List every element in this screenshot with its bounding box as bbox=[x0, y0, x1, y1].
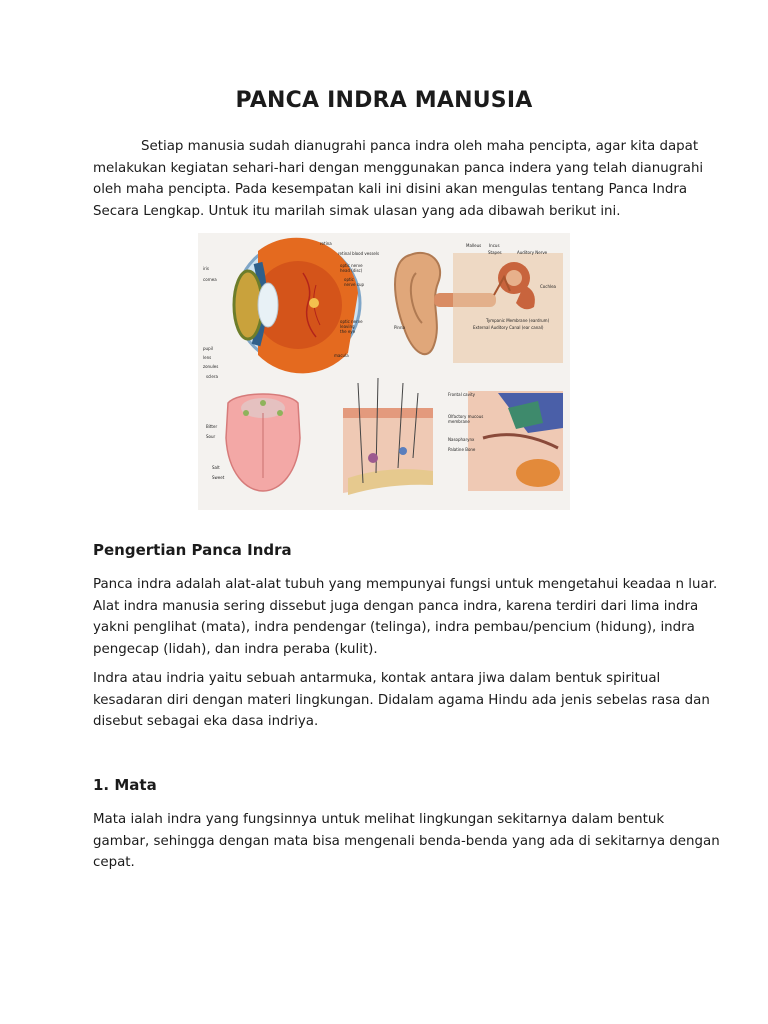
svg-text:cornea: cornea bbox=[203, 277, 217, 282]
svg-text:leaving: leaving bbox=[340, 324, 355, 329]
svg-text:Nasopharynx: Nasopharynx bbox=[448, 437, 475, 442]
svg-text:External Auditory Canal (ear c: External Auditory Canal (ear canal) bbox=[473, 325, 544, 330]
paragraph-line: Panca indra adalah alat-alat tubuh yang … bbox=[93, 577, 718, 592]
svg-text:Bitter: Bitter bbox=[206, 424, 217, 429]
svg-text:retina: retina bbox=[320, 241, 332, 246]
intro-paragraph: Setiap manusia sudah dianugrahi panca in… bbox=[93, 136, 704, 222]
svg-text:Palatine Bone: Palatine Bone bbox=[448, 447, 476, 452]
paragraph-line: gambar, sehingga dengan mata bisa mengen… bbox=[93, 833, 720, 849]
five-senses-illustration: retina retinal blood vessels optic nerve… bbox=[198, 233, 570, 510]
svg-text:Auditory Nerve: Auditory Nerve bbox=[517, 250, 548, 255]
section-heading-pengertian: Pengertian Panca Indra bbox=[93, 541, 292, 559]
svg-text:Tympanic Membrane (eardrum): Tympanic Membrane (eardrum) bbox=[485, 318, 550, 323]
svg-text:pupil: pupil bbox=[203, 346, 213, 351]
svg-text:membrane: membrane bbox=[448, 419, 470, 424]
svg-text:Frontal cavity: Frontal cavity bbox=[448, 392, 476, 397]
svg-text:iris: iris bbox=[203, 266, 209, 271]
intro-line: Setiap manusia sudah dianugrahi panca in… bbox=[141, 139, 699, 154]
svg-text:Stapes: Stapes bbox=[488, 250, 502, 255]
paragraph-line: kesadaran diri dengan materi lingkungan.… bbox=[93, 692, 710, 708]
svg-text:Incus: Incus bbox=[489, 243, 500, 248]
eye-diagram: retina retinal blood vessels optic nerve… bbox=[203, 237, 379, 379]
svg-text:macula: macula bbox=[334, 353, 349, 358]
svg-text:optic nerve: optic nerve bbox=[340, 263, 363, 268]
paragraph-line: Mata ialah indra yang fungsinnya untuk m… bbox=[93, 812, 665, 827]
svg-text:optic: optic bbox=[344, 277, 354, 282]
ear-diagram: Malleus Incus Stapes Auditory Nerve Coch… bbox=[394, 243, 563, 363]
paragraph-line: Alat indra manusia sering dissebut juga … bbox=[93, 598, 699, 614]
paragraph-line: disebut sebagai eka dasa indriya. bbox=[93, 714, 319, 729]
intro-line: melakukan kegiatan sehari-hari dengan me… bbox=[93, 160, 704, 176]
intro-line: Secara Lengkap. Untuk itu marilah simak … bbox=[93, 203, 621, 219]
svg-text:Sweet: Sweet bbox=[212, 475, 225, 480]
svg-text:lens: lens bbox=[203, 355, 211, 360]
paragraph-line: Indra atau indria yaitu sebuah antarmuka… bbox=[93, 671, 661, 686]
svg-text:Sour: Sour bbox=[206, 434, 216, 439]
svg-text:Salt: Salt bbox=[212, 465, 220, 470]
tongue-diagram: Bitter Sour Salt Sweet bbox=[206, 393, 301, 492]
svg-text:Pinna: Pinna bbox=[394, 325, 406, 330]
pengertian-paragraph-2: Indra atau indria yaitu sebuah antarmuka… bbox=[93, 668, 710, 733]
svg-text:optic nerve: optic nerve bbox=[340, 319, 363, 324]
svg-text:Cochlea: Cochlea bbox=[540, 284, 557, 289]
paragraph-line: pengecap (lidah), dan indra peraba (kuli… bbox=[93, 641, 378, 657]
paragraph-line: cepat. bbox=[93, 855, 135, 870]
svg-text:zonules: zonules bbox=[203, 364, 218, 369]
intro-line: oleh maha pencipta. Pada kesempatan kali… bbox=[93, 182, 688, 197]
svg-text:Olfactory mucous: Olfactory mucous bbox=[448, 414, 483, 419]
svg-text:sclera: sclera bbox=[206, 374, 219, 379]
skin-diagram bbox=[343, 377, 433, 495]
paragraph-line: yakni penglihat (mata), indra pendengar … bbox=[93, 620, 695, 635]
nose-diagram: Frontal cavity Olfactory mucous membrane… bbox=[448, 391, 563, 491]
svg-text:nerve cup: nerve cup bbox=[344, 282, 364, 287]
svg-text:head (disc): head (disc) bbox=[340, 268, 363, 273]
pengertian-paragraph-1: Panca indra adalah alat-alat tubuh yang … bbox=[93, 574, 718, 660]
svg-text:Malleus: Malleus bbox=[466, 243, 481, 248]
svg-text:retinal blood vessels: retinal blood vessels bbox=[338, 251, 379, 256]
svg-text:the eye: the eye bbox=[340, 329, 356, 334]
section-heading-mata: 1. Mata bbox=[93, 776, 157, 794]
mata-paragraph: Mata ialah indra yang fungsinnya untuk m… bbox=[93, 809, 720, 874]
document-title: PANCA INDRA MANUSIA bbox=[235, 88, 533, 113]
